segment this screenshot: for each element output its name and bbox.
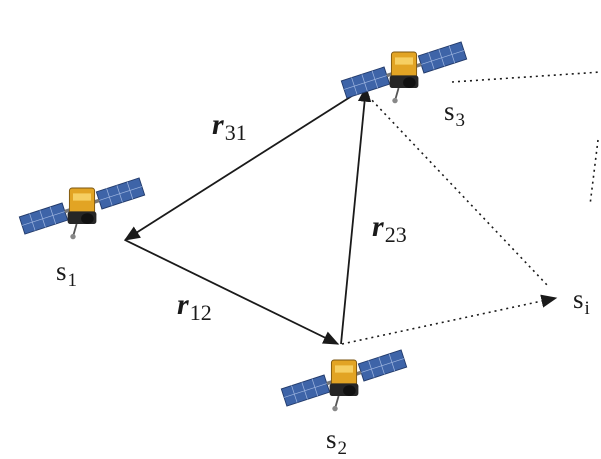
dotted-links <box>341 71 601 345</box>
dotted-link-s3-offscreen <box>451 71 601 83</box>
satellite-icon <box>280 349 408 413</box>
satellite-label-si: si <box>573 284 590 319</box>
dotted-link-s2-si <box>341 294 558 345</box>
dotted-link-s3-si <box>367 95 549 287</box>
satellite-icon <box>18 177 146 241</box>
vector-label-r23: r23 <box>372 210 407 247</box>
vector-r12-arrow <box>124 239 340 345</box>
satellite-label-s3: s3 <box>444 96 466 131</box>
vectors <box>123 73 382 345</box>
vector-label-r12: r12 <box>177 288 212 325</box>
satellite-icon <box>340 41 468 105</box>
satellite-label-s2: s2 <box>326 424 348 459</box>
satellite-label-s1: s1 <box>56 256 78 291</box>
vector-r31-arrow <box>123 73 382 241</box>
dotted-link-right-edge <box>589 139 599 206</box>
vector-r23-arrow <box>340 85 372 345</box>
vector-label-r31: r31 <box>212 108 247 145</box>
